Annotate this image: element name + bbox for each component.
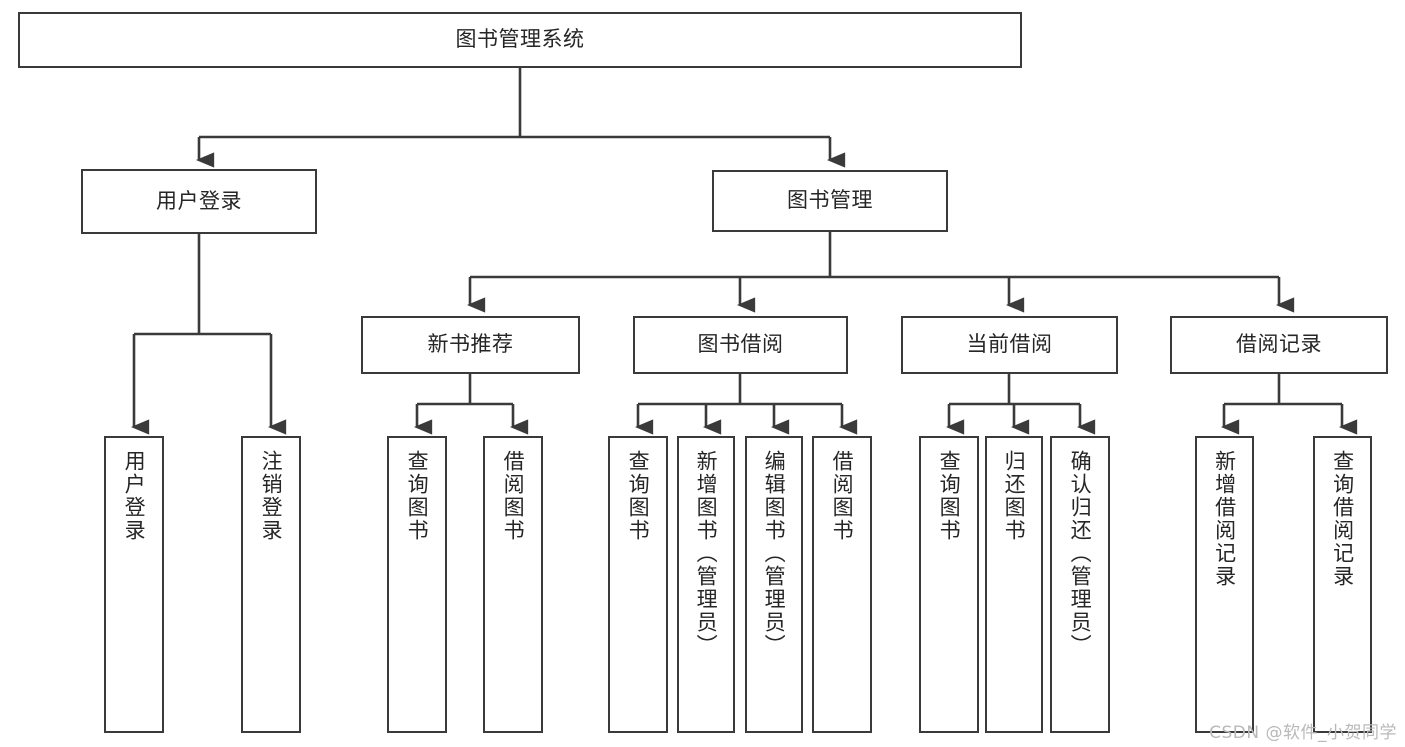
node-new-book-recommend[interactable]: 新书推荐	[361, 316, 580, 374]
leaf-current-confirm-return-admin[interactable]: 确认归还（管理员）	[1050, 436, 1110, 733]
node-current-borrow[interactable]: 当前借阅	[901, 316, 1118, 374]
node-label: 查询图书	[626, 450, 651, 542]
watermark-text: CSDN @软件_小贺同学	[1209, 723, 1397, 743]
node-label: 图书管理	[787, 188, 873, 213]
node-label: 图书管理系统	[455, 27, 585, 52]
node-label: 查询图书	[937, 450, 962, 542]
leaf-current-return-book[interactable]: 归还图书	[985, 436, 1043, 733]
node-book-borrow[interactable]: 图书借阅	[633, 316, 848, 374]
node-label: 借阅记录	[1236, 332, 1322, 357]
leaf-borrow-query-book[interactable]: 查询图书	[608, 436, 668, 733]
node-label: 新增借阅记录	[1212, 450, 1237, 588]
leaf-borrow-add-book-admin[interactable]: 新增图书（管理员）	[677, 436, 735, 733]
leaf-record-query-record[interactable]: 查询借阅记录	[1313, 436, 1372, 733]
node-user-login[interactable]: 用户登录	[81, 169, 317, 234]
node-label: 图书借阅	[697, 332, 784, 357]
node-label: 用户登录	[122, 450, 147, 542]
leaf-newbook-borrow-book[interactable]: 借阅图书	[483, 436, 543, 733]
node-label: 当前借阅	[966, 332, 1053, 357]
leaf-user-login[interactable]: 用户登录	[104, 436, 164, 733]
leaf-user-logout[interactable]: 注销登录	[241, 436, 301, 733]
leaf-borrow-borrow-book[interactable]: 借阅图书	[812, 436, 872, 733]
node-label: 新增图书（管理员）	[694, 450, 719, 657]
node-label: 归还图书	[1002, 450, 1027, 542]
node-label: 新书推荐	[427, 332, 514, 357]
node-label: 确认归还（管理员）	[1068, 450, 1093, 657]
node-label: 查询图书	[405, 450, 430, 542]
node-borrow-record[interactable]: 借阅记录	[1170, 316, 1388, 374]
leaf-current-query-book[interactable]: 查询图书	[919, 436, 979, 733]
node-label: 借阅图书	[501, 450, 526, 542]
node-label: 查询借阅记录	[1330, 450, 1355, 588]
node-label: 编辑图书（管理员）	[762, 450, 787, 657]
node-root-system[interactable]: 图书管理系统	[18, 12, 1022, 68]
leaf-borrow-edit-book-admin[interactable]: 编辑图书（管理员）	[745, 436, 803, 733]
leaf-record-add-record[interactable]: 新增借阅记录	[1195, 436, 1254, 733]
node-book-management[interactable]: 图书管理	[712, 170, 948, 232]
node-label: 注销登录	[259, 450, 284, 542]
node-label: 借阅图书	[830, 450, 855, 542]
leaf-newbook-query-book[interactable]: 查询图书	[387, 436, 447, 733]
node-label: 用户登录	[156, 188, 242, 213]
